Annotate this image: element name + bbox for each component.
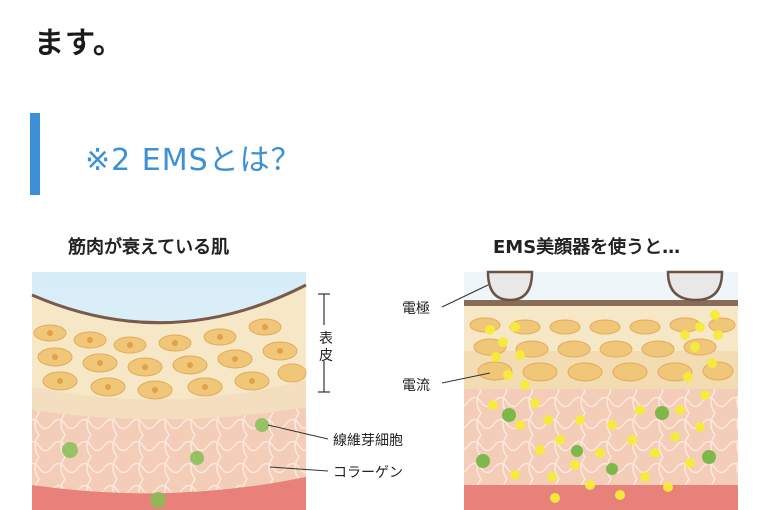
heading-accent-bar [30,113,40,195]
left-skin-panel [31,272,330,510]
right-fibroblasts [476,406,716,475]
electrode-icons [486,270,724,302]
section-heading: ※2 EMSとは？ [30,113,730,195]
heading-text: ※2 EMSとは？ [85,143,302,178]
electrode-label: 電極 [402,301,430,317]
right-skin-panel [441,270,738,510]
collagen-label: コラーゲン [333,465,403,481]
ems-illustration: 筋肉が衰えている肌 EMS美顔器を使うと… 表 皮 線維芽細胞 コラーゲン 電極… [0,215,770,510]
epidermis-label-1: 表 [319,331,333,347]
left-pointer-lines [267,424,329,472]
lead-text: ます。 [34,26,124,61]
left-cell-nuclei [47,324,283,393]
epidermis-label-2: 皮 [319,348,333,364]
epidermis-bracket [318,293,330,393]
fibroblast-label: 線維芽細胞 [333,433,403,449]
left-fibroblasts [62,418,269,508]
right-caption: EMS美顔器を使うと… [493,237,681,258]
ems-illustration-art [31,270,738,510]
electric-current-sparks [485,310,723,503]
left-caption: 筋肉が衰えている肌 [68,237,230,258]
right-pointer-lines [441,284,491,384]
current-label: 電流 [402,378,430,394]
